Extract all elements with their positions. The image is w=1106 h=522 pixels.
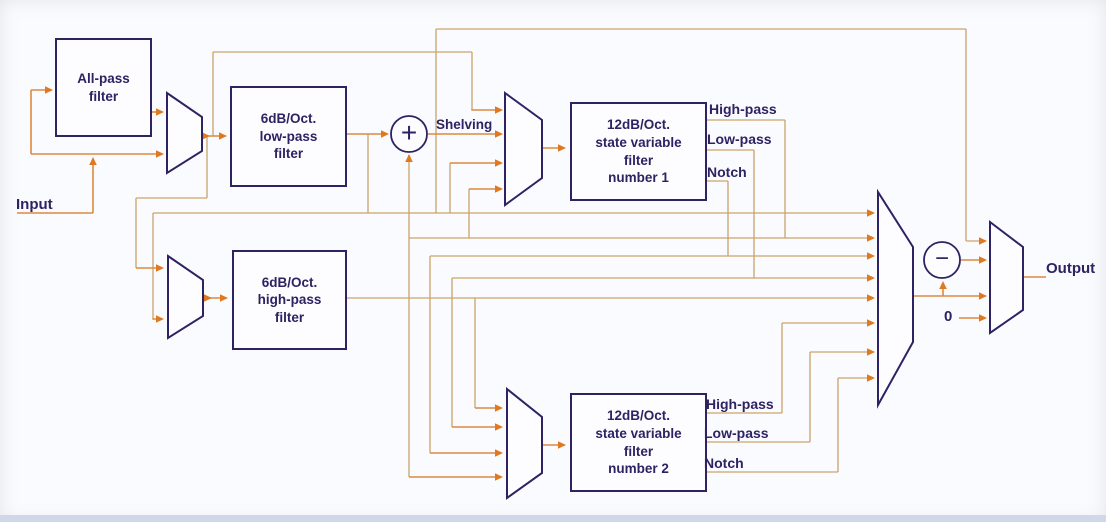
sum-node <box>390 115 428 153</box>
low-pass-6db-filter-block: 6dB/Oct. low-pass filter <box>230 86 347 187</box>
difference-node <box>923 241 961 279</box>
bottom-edge-strip <box>0 515 1106 522</box>
mux-svf2-source-select <box>506 386 543 500</box>
arrowheads <box>45 86 987 481</box>
svf2-highpass-port-label: High-pass <box>706 396 774 412</box>
shelving-label: Shelving <box>436 117 493 132</box>
net-svf1-highpass-routing <box>408 119 871 477</box>
state-variable-filter-2-block: 12dB/Oct. state variable filter number 2 <box>570 393 707 492</box>
sum-symbol: + <box>400 117 418 148</box>
net-mux5-output <box>913 284 983 297</box>
net-highpass6db-output-routing <box>343 297 871 408</box>
net-mux4-inputs <box>409 407 499 478</box>
difference-symbol: − <box>934 245 949 272</box>
svf1-lowpass-port-label: Low-pass <box>707 131 772 147</box>
high-pass-6db-filter-block: 6dB/Oct. high-pass filter <box>232 250 347 350</box>
all-pass-filter-block: All-pass filter <box>55 38 152 137</box>
svf2-lowpass-port-label: Low-pass <box>704 425 769 441</box>
net-svf1-lowpass-routing <box>451 149 871 427</box>
mux-filter-mode-select <box>877 188 914 409</box>
mux-output-select <box>989 219 1024 335</box>
svf2-notch-port-label: Notch <box>704 455 744 471</box>
mux-input-select-2 <box>167 254 204 340</box>
output-label: Output <box>1046 260 1096 277</box>
net-svf2-lowpass-routing <box>703 351 871 443</box>
net-lowpass6db-output-routing <box>152 28 983 320</box>
net-input <box>17 89 159 214</box>
svf1-notch-port-label: Notch <box>707 164 747 180</box>
net-svf1-notch-routing <box>429 180 871 453</box>
net-svf2-notch-routing <box>703 377 871 473</box>
mux-svf1-source-select <box>504 91 543 207</box>
net-mux1-output-routing <box>135 51 473 268</box>
net-mux3-inputs <box>136 267 160 320</box>
net-svf2-highpass-routing <box>703 322 871 414</box>
state-variable-filter-1-block: 12dB/Oct. state variable filter number 1 <box>570 102 707 201</box>
input-label: Input <box>16 196 53 213</box>
zero-input-label: 0 <box>944 308 953 325</box>
mux-input-select-1 <box>166 91 203 175</box>
net-mux2-inputs <box>450 109 499 190</box>
svf1-highpass-port-label: High-pass <box>709 101 777 117</box>
